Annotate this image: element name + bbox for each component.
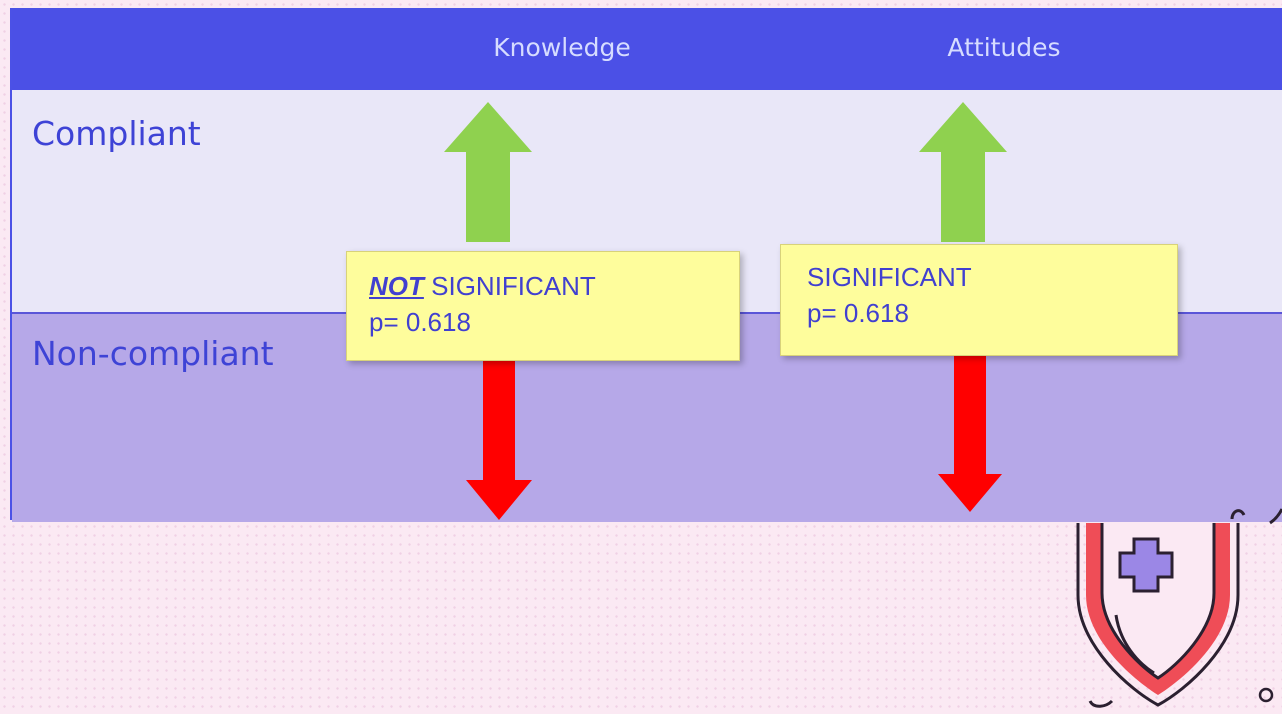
table-header: Knowledge Attitudes bbox=[12, 10, 1282, 90]
medical-shield-icon bbox=[1030, 505, 1282, 714]
not-emphasis: NOT bbox=[369, 271, 424, 301]
significance-label: SIGNIFICANT bbox=[807, 262, 972, 292]
row-label-noncompliant: Non-compliant bbox=[32, 334, 274, 373]
row-label-compliant: Compliant bbox=[32, 114, 201, 153]
column-header-attitudes: Attitudes bbox=[947, 33, 1061, 62]
down-arrow-icon-attitudes bbox=[938, 350, 1002, 512]
callout-knowledge: NOT SIGNIFICANT p= 0.618 bbox=[346, 251, 740, 361]
significance-label: SIGNIFICANT bbox=[431, 271, 596, 301]
up-arrow-icon-knowledge bbox=[444, 102, 532, 242]
p-value: p= 0.618 bbox=[369, 307, 471, 337]
down-arrow-icon-knowledge bbox=[466, 356, 532, 520]
up-arrow-icon-attitudes bbox=[919, 102, 1007, 242]
p-value: p= 0.618 bbox=[807, 298, 909, 328]
callout-attitudes: SIGNIFICANT p= 0.618 bbox=[780, 244, 1178, 356]
callout-knowledge-line1: NOT SIGNIFICANT bbox=[369, 268, 739, 304]
column-header-knowledge: Knowledge bbox=[493, 33, 631, 62]
